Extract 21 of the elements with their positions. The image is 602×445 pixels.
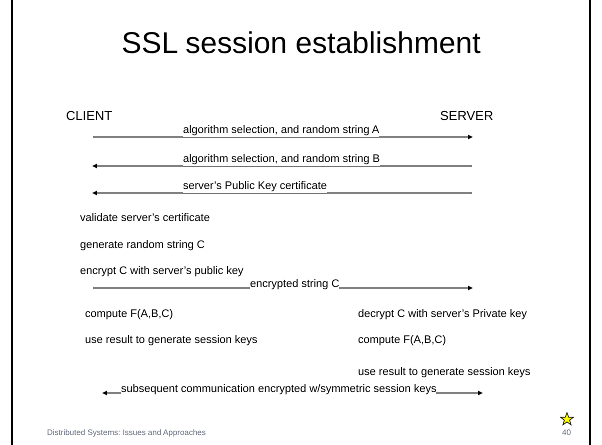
arrow bbox=[92, 134, 473, 140]
step-text: decrypt C with server’s Private key bbox=[358, 308, 527, 321]
step-text: encrypt C with server’s public key bbox=[80, 265, 244, 278]
step-text: compute F(A,B,C) bbox=[85, 308, 174, 321]
edge-label: algorithm selection, and random string B bbox=[183, 153, 380, 166]
edge-label: algorithm selection, and random string A bbox=[183, 124, 380, 137]
step-text: use result to generate session keys bbox=[358, 364, 530, 380]
step-text: validate server’s certificate bbox=[80, 212, 210, 225]
step-text: use result to generate session keys bbox=[85, 334, 258, 347]
edge-label: encrypted string C bbox=[250, 278, 340, 291]
slide-title: SSL session establishment bbox=[120, 26, 482, 62]
edge-label: subsequent communication encrypted w/symmetric session keys bbox=[121, 383, 436, 396]
step-text: compute F(A,B,C) bbox=[358, 334, 446, 347]
edge-label: server’s Public Key certificate bbox=[183, 180, 327, 193]
participant-label: CLIENT bbox=[66, 108, 112, 124]
participant-label: SERVER bbox=[440, 108, 494, 124]
arrow bbox=[92, 190, 472, 196]
footer-text: Distributed Systems: Issues and Approaches bbox=[47, 427, 206, 439]
step-text: generate random string C bbox=[80, 239, 205, 252]
page-number: 40 bbox=[562, 427, 571, 439]
arrow bbox=[92, 164, 472, 168]
